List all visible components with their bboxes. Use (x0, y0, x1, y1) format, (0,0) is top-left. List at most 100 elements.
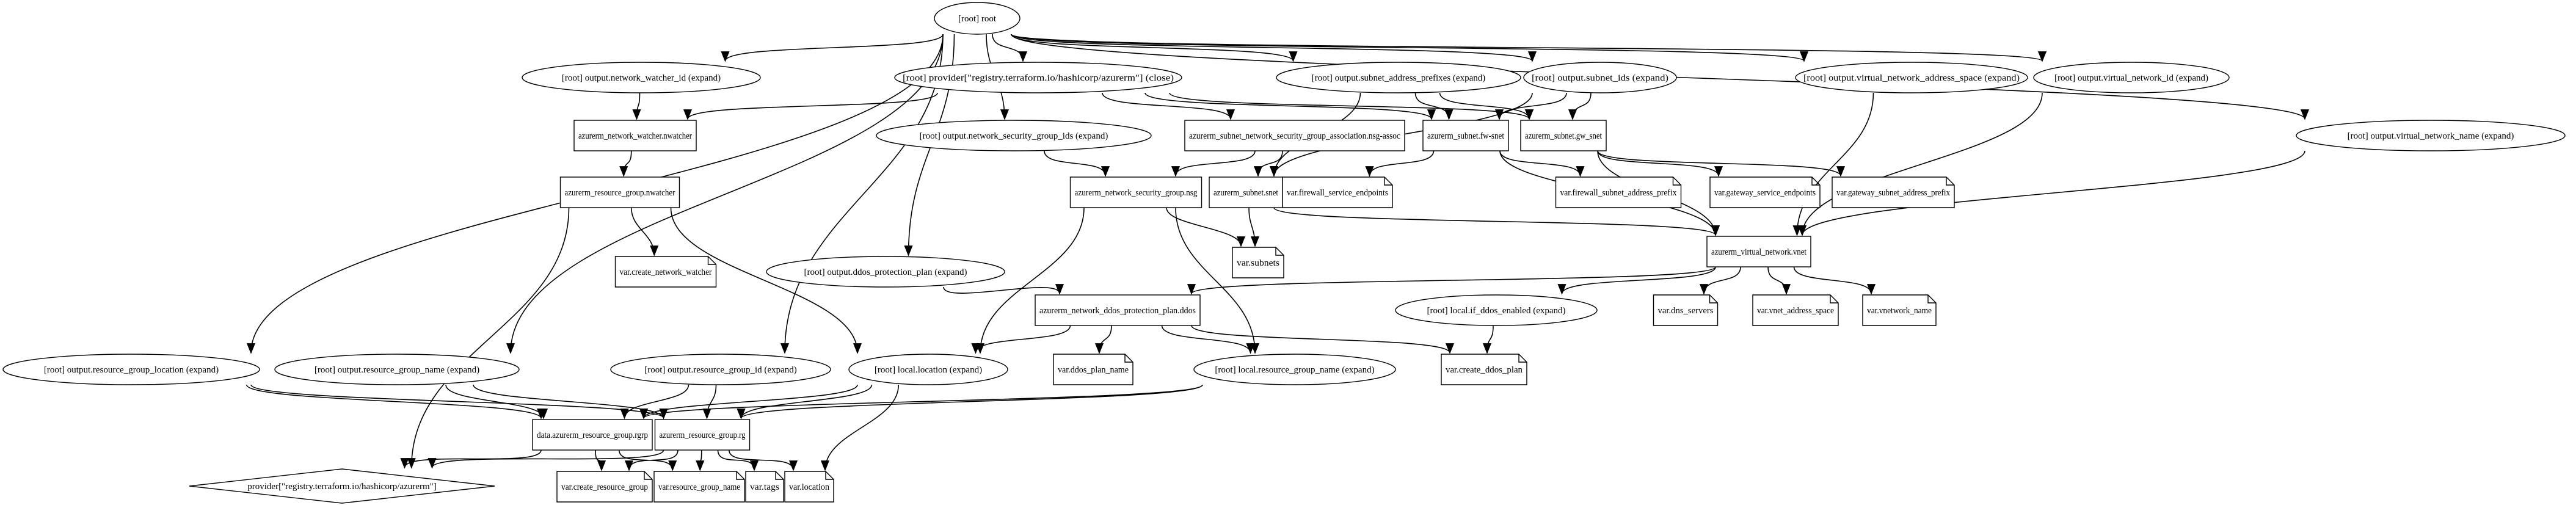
edge-res_rg-to-var_create_rg (625, 449, 679, 471)
node-res_snet: azurerm_subnet.snet (1209, 176, 1283, 208)
node-local_loc: [root] local.location (expand) (848, 354, 1008, 385)
edge-res_vnet-to-local_ifddos (1557, 266, 1716, 295)
ellipse-shape (1395, 294, 1598, 326)
node-label: [root] output.subnet_ids (expand) (1532, 73, 1668, 83)
node-var_create_ddos: var.create_ddos_plan (1441, 354, 1527, 385)
node-res_rg: azurerm_resource_group.rg (654, 419, 751, 451)
node-res_nsg: azurerm_network_security_group.nsg (1069, 176, 1202, 208)
ellipse-shape (1795, 62, 2028, 93)
edge-out_ddos-to-res_ddos (943, 284, 1064, 295)
edge-local_loc-to-res_rg (737, 384, 873, 420)
node-out_sap: [root] output.subnet_address_prefixes (e… (1276, 62, 1521, 93)
node-res_vnet: azurerm_virtual_network.vnet (1706, 236, 1811, 267)
node-prov_diamond: provider["registry.terraform.io/hashicor… (189, 468, 495, 504)
node-label: var.dns_servers (1658, 306, 1714, 316)
node-label: provider["registry.terraform.io/hashicor… (247, 482, 436, 492)
edge-out_vas-to-res_vnet (1792, 92, 1874, 236)
edge-out_nwid-to-res_nwatcher (632, 92, 641, 120)
node-local_rgname: [root] local.resource_group_name (expand… (1193, 354, 1396, 385)
node-var_gw_prefix: var.gateway_subnet_address_prefix (1832, 176, 1955, 208)
node-label: var.ddos_plan_name (1058, 365, 1129, 375)
node-res_ddos: azurerm_network_ddos_protection_plan.ddo… (1035, 294, 1201, 326)
edge-prov_close-to-res_nsg_assoc (1102, 92, 1235, 120)
box-shape (1209, 176, 1283, 208)
node-label: [root] output.network_security_group_ids… (920, 131, 1108, 141)
edge-out_rgname-to-res_rg (473, 384, 668, 420)
edge-out_rgid-to-res_rg (702, 384, 717, 420)
edge-prov_close-to-res_fw_snet (1144, 92, 1436, 120)
node-out_nwid: [root] output.network_watcher_id (expand… (522, 62, 761, 93)
note-shape (1653, 294, 1719, 326)
edge-out_vid-to-res_vnet (1798, 92, 2043, 236)
node-label: azurerm_subnet.gw_snet (1525, 131, 1603, 141)
node-label: [root] output.resource_group_location (e… (44, 365, 219, 375)
node-var_tags: var.tags (745, 471, 784, 503)
node-res_nwatcher: azurerm_network_watcher.nwatcher (573, 120, 697, 151)
edge-res_ddos-to-var_ddos_name (1094, 325, 1112, 354)
edge-res_vnet-to-res_ddos (1187, 266, 1716, 295)
node-label: [root] output.network_watcher_id (expand… (562, 73, 721, 83)
ellipse-shape (766, 256, 1005, 288)
edge-root-to-out_sap (1011, 34, 1298, 62)
node-res_fw_snet: azurerm_subnet.fw-snet (1422, 120, 1509, 151)
node-label: var.firewall_service_endpoints (1287, 188, 1388, 198)
edge-res_nsg-to-var_subnets (1166, 207, 1245, 247)
edge-local_loc-to-res_rgrp (639, 384, 858, 420)
node-out_rgname: [root] output.resource_group_name (expan… (274, 354, 520, 385)
node-var_vname: var.vnetwork_name (1862, 294, 1937, 326)
box-shape (1422, 120, 1509, 151)
edge-res_gw_snet-to-var_gw_ep (1597, 150, 1723, 177)
node-label: var.gateway_service_endpoints (1714, 188, 1816, 198)
edge-res_ddos-to-var_create_ddos (1191, 325, 1454, 354)
edge-res_rg_nwatcher-to-local_loc (670, 207, 862, 354)
node-label: [root] provider["registry.terraform.io/h… (903, 73, 1174, 83)
edge-local_rgname-to-res_rg (737, 384, 1203, 420)
note-shape (784, 471, 834, 503)
node-label: [root] output.ddos_protection_plan (expa… (804, 267, 967, 277)
node-label: var.firewall_subnet_address_prefix (1560, 188, 1677, 198)
node-var_create_nw: var.create_network_watcher (614, 256, 717, 288)
diamond-shape (189, 468, 495, 504)
edge-res_nsg_assoc-to-res_nsg (1171, 150, 1256, 177)
node-label: azurerm_network_ddos_protection_plan.ddo… (1039, 306, 1196, 316)
node-out_vname: [root] output.virtual_network_name (expa… (2296, 120, 2566, 151)
edge-out_sap-to-res_gw_snet (1439, 92, 1534, 120)
edges-layer (246, 34, 2309, 471)
note-shape (1053, 354, 1133, 385)
edge-res_vnet-to-var_dns (1699, 266, 1741, 295)
node-label: var.resource_group_name (658, 482, 740, 492)
edge-res_rg_nwatcher-to-var_create_nw (630, 207, 659, 256)
edge-out_sids-to-res_fw_snet (1495, 92, 1567, 120)
ellipse-shape (894, 62, 1182, 93)
node-var_fw_ep: var.firewall_service_endpoints (1282, 176, 1393, 208)
node-var_gw_ep: var.gateway_service_endpoints (1709, 176, 1821, 208)
note-shape (1441, 354, 1527, 385)
node-label: data.azurerm_resource_group.rgrp (537, 431, 648, 440)
node-out_rgloc: [root] output.resource_group_location (e… (2, 354, 260, 385)
node-label: var.create_resource_group (561, 482, 648, 492)
edge-res_nwatcher-to-res_rg_nwatcher (619, 150, 632, 177)
node-var_dns: var.dns_servers (1653, 294, 1719, 326)
node-var_rgname: var.resource_group_name (653, 471, 745, 503)
node-out_vas: [root] output.virtual_network_address_sp… (1795, 62, 2028, 93)
edge-local_ifddos-to-var_create_ddos (1482, 325, 1494, 354)
edge-res_nsg-to-local_rgname (1175, 207, 1260, 354)
ellipse-shape (2033, 62, 2230, 93)
edge-res_nsg-to-local_loc (975, 207, 1085, 354)
node-label: [root] output.virtual_network_name (expa… (2348, 131, 2514, 141)
note-shape (745, 471, 784, 503)
node-label: [root] output.virtual_network_address_sp… (1803, 73, 2020, 83)
note-shape (1709, 176, 1821, 208)
node-label: azurerm_subnet.snet (1213, 188, 1279, 198)
edge-out_rgname-to-res_rgrp (445, 384, 548, 420)
edge-root-to-prov_close (992, 34, 1028, 62)
edge-out_nsgids-to-res_nsg (1044, 150, 1110, 177)
ellipse-shape (522, 62, 761, 93)
node-var_ddos_name: var.ddos_plan_name (1053, 354, 1133, 385)
node-label: azurerm_resource_group.nwatcher (565, 188, 675, 198)
edge-out_sap-to-res_fw_snet (1414, 92, 1454, 120)
node-out_ddos: [root] output.ddos_protection_plan (expa… (766, 256, 1005, 288)
node-label: var.gateway_subnet_address_prefix (1836, 188, 1950, 198)
edge-res_snet-to-var_subnets (1248, 207, 1260, 247)
